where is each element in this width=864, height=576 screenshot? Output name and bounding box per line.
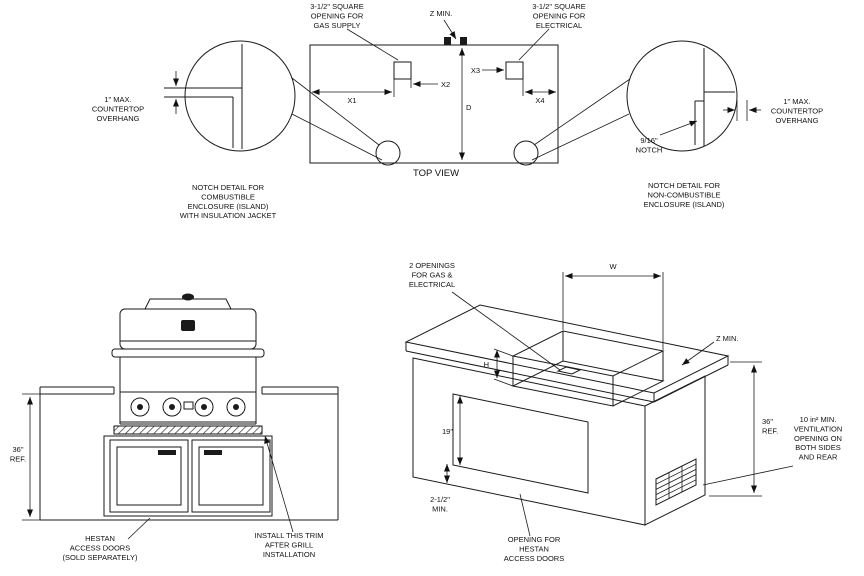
dim-x1: X1 — [312, 79, 395, 105]
grill-logo-badge — [181, 320, 195, 331]
iso-dim-2-5: 2-1/2"MIN. — [430, 464, 450, 513]
detail-projection-lines — [291, 77, 631, 161]
front-island-outline — [39, 386, 339, 521]
trim-leader-line — [264, 435, 294, 533]
front-height-dimension — [22, 393, 42, 521]
grill-handle — [111, 348, 265, 358]
island-top-outline — [309, 44, 559, 164]
dim-d: D — [459, 48, 472, 160]
detail-circle-combustible — [164, 40, 296, 152]
access-door-right — [191, 439, 271, 513]
grill-front-view — [111, 293, 265, 435]
iso-height-dimension: 36"REF. — [709, 361, 778, 497]
control-knob-1 — [130, 397, 150, 417]
dim-x4: X4 — [522, 79, 556, 105]
dim-x2: X2 — [410, 79, 450, 89]
grill-cap-knob — [182, 293, 194, 301]
back-edge-marks — [444, 37, 467, 45]
iso-height-label: 36"REF. — [762, 417, 778, 435]
gas-opening-square — [393, 61, 412, 80]
iso-doors-opening-leader — [519, 493, 531, 537]
detail-circle-noncombustible — [626, 40, 761, 152]
iso-dim-h: H — [484, 348, 514, 387]
electrical-leader-line — [518, 28, 550, 61]
iso-countertop-cutout — [511, 330, 665, 407]
iso-dim-w: W — [562, 262, 664, 350]
notch-location-right — [513, 140, 539, 166]
control-knob-4 — [226, 397, 246, 417]
control-knob-3 — [194, 397, 214, 417]
dim-x2-label: X2 — [441, 80, 450, 89]
doors-leader-line — [127, 517, 151, 540]
iso-island-body — [412, 357, 706, 526]
z-min-label-top: Z MIN. — [430, 9, 453, 18]
front-height-label: 36"REF. — [10, 445, 26, 463]
dim-x1-label: X1 — [347, 96, 356, 105]
notch-dim-label: 9/16"NOTCH — [636, 136, 663, 154]
iso-z-min-label: Z MIN. — [716, 334, 739, 343]
iso-dim-w-label: W — [609, 262, 617, 271]
iso-dim-19-label: 19" — [442, 427, 453, 436]
access-doors — [103, 435, 273, 517]
access-door-left — [109, 439, 189, 513]
gas-leader-line — [346, 28, 399, 61]
z-min-arrow-top — [443, 19, 457, 40]
iso-z-min-arrow — [681, 341, 715, 366]
panel-display — [183, 401, 194, 410]
iso-dim-h-label: H — [484, 360, 489, 369]
iso-vent-grille — [655, 458, 697, 506]
control-knob-2 — [162, 397, 182, 417]
dim-x3-label: X3 — [471, 66, 480, 75]
iso-dim-19: 19" — [442, 396, 463, 465]
door-handle-left — [158, 450, 176, 455]
iso-countertop-slab — [404, 304, 730, 403]
trim-strip — [113, 425, 263, 435]
doors-outer-frame — [103, 435, 273, 517]
iso-utility-opening-square — [556, 366, 582, 375]
electrical-opening-square — [505, 61, 524, 80]
iso-ventilation-leader — [702, 465, 794, 486]
dim-x4-label: X4 — [535, 96, 544, 105]
iso-dim-2-5-label: 2-1/2"MIN. — [430, 495, 450, 513]
dim-d-label: D — [466, 103, 472, 112]
iso-openings-leader — [451, 291, 561, 371]
top-view-title: TOP VIEW — [413, 168, 459, 179]
dim-x3: X3 — [471, 66, 504, 75]
notch-location-left — [375, 140, 401, 166]
door-handle-right — [204, 450, 222, 455]
iso-interior-shelf — [511, 360, 665, 407]
iso-view-section: W Z MIN. H 19" 2-1/2"MIN. 36"REF. — [404, 261, 843, 563]
iso-door-opening — [452, 393, 589, 494]
